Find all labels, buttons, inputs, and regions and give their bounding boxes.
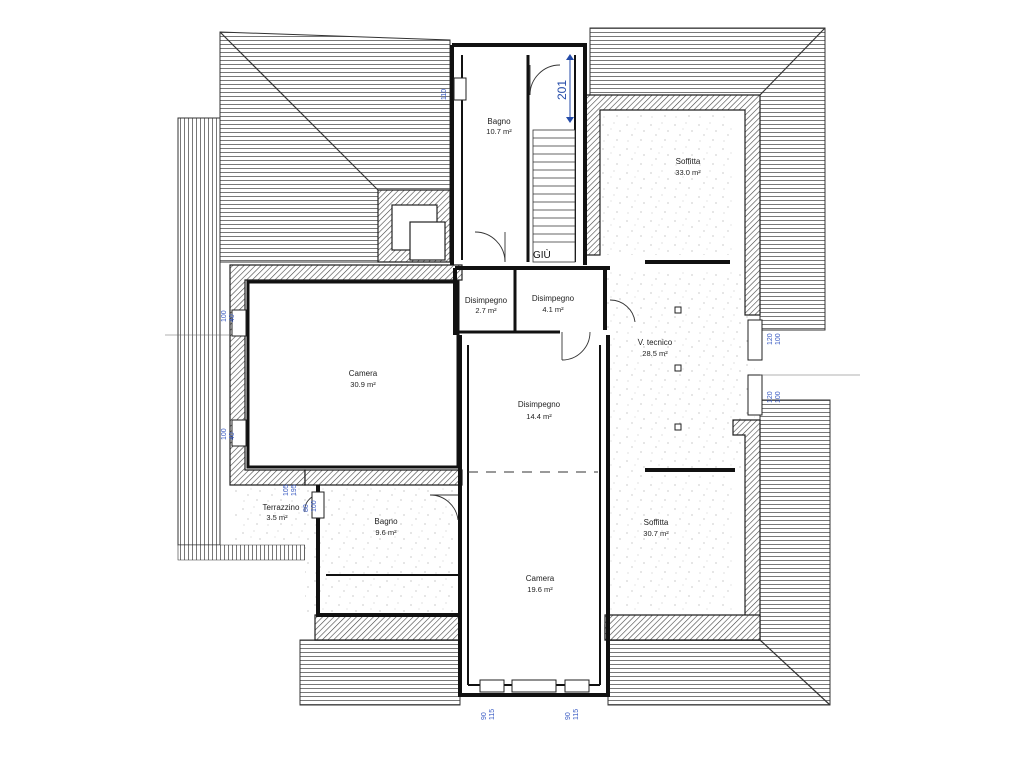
- room-bagno-top-area: 10.7 m²: [486, 127, 512, 136]
- room-soffitta-top-name: Soffitta: [676, 157, 701, 166]
- room-v-tecnico-name: V. tecnico: [638, 338, 673, 347]
- room-disimpegno-mid-name: Disimpegno: [532, 294, 575, 303]
- svg-text:40: 40: [229, 314, 236, 322]
- room-soffitta-bottom-name: Soffitta: [644, 518, 669, 527]
- room-disimpegno-mid-area: 4.1 m²: [542, 305, 564, 314]
- room-disimpegno-main-area: 14.4 m²: [526, 412, 552, 421]
- room-camera-left-name: Camera: [349, 369, 378, 378]
- svg-text:110: 110: [441, 89, 448, 100]
- technical-areas: [235, 115, 755, 615]
- svg-text:201: 201: [555, 80, 569, 100]
- room-terrazzino-area: 3.5 m²: [266, 513, 288, 522]
- room-disimpegno-main-name: Disimpegno: [518, 400, 561, 409]
- svg-text:90: 90: [481, 712, 488, 720]
- svg-text:100: 100: [775, 391, 782, 403]
- reference-lines: [165, 334, 860, 376]
- svg-text:100: 100: [311, 500, 318, 512]
- room-camera-left-area: 30.9 m²: [350, 380, 376, 389]
- room-camera-bottom-area: 19.6 m²: [527, 585, 553, 594]
- door-swings: [304, 64, 636, 521]
- room-labels: Bagno 10.7 m² Soffitta 33.0 m² Disimpegn…: [263, 117, 702, 594]
- roof-left-lower: [177, 544, 306, 561]
- dimension-201: 201: [555, 54, 574, 123]
- svg-text:115: 115: [573, 709, 580, 720]
- svg-text:100: 100: [221, 310, 228, 322]
- svg-text:40: 40: [229, 432, 236, 440]
- svg-text:105: 105: [283, 484, 290, 496]
- pillars: [674, 306, 682, 431]
- staircase: [532, 129, 576, 263]
- room-disimpegno-small-area: 2.7 m²: [475, 306, 497, 315]
- room-v-tecnico-area: 28.5 m²: [642, 349, 668, 358]
- room-bagno-bottom-area: 9.6 m²: [375, 528, 397, 537]
- room-bagno-bottom-name: Bagno: [374, 517, 398, 526]
- room-terrazzino-name: Terrazzino: [263, 503, 300, 512]
- room-disimpegno-small-name: Disimpegno: [465, 296, 508, 305]
- room-camera-bottom-name: Camera: [526, 574, 555, 583]
- roof-areas: [177, 27, 831, 706]
- roof-bottom-left: [299, 639, 461, 706]
- svg-text:195: 195: [291, 484, 298, 496]
- svg-text:115: 115: [489, 709, 496, 720]
- stair-direction-label: GIÙ: [533, 248, 551, 261]
- room-soffitta-top-area: 33.0 m²: [675, 168, 701, 177]
- svg-text:120: 120: [767, 333, 774, 345]
- room-soffitta-bottom-area: 30.7 m²: [643, 529, 669, 538]
- svg-text:100: 100: [775, 333, 782, 345]
- roof-left-strip: [177, 117, 221, 546]
- svg-text:120: 120: [767, 391, 774, 403]
- svg-text:80: 80: [303, 504, 310, 512]
- room-bagno-top-name: Bagno: [487, 117, 511, 126]
- windows: [231, 77, 763, 693]
- svg-text:100: 100: [221, 428, 228, 440]
- svg-text:90: 90: [565, 712, 572, 720]
- dimension-labels: 110 100 40 100 40 120 100 120 100 105 19…: [221, 89, 782, 720]
